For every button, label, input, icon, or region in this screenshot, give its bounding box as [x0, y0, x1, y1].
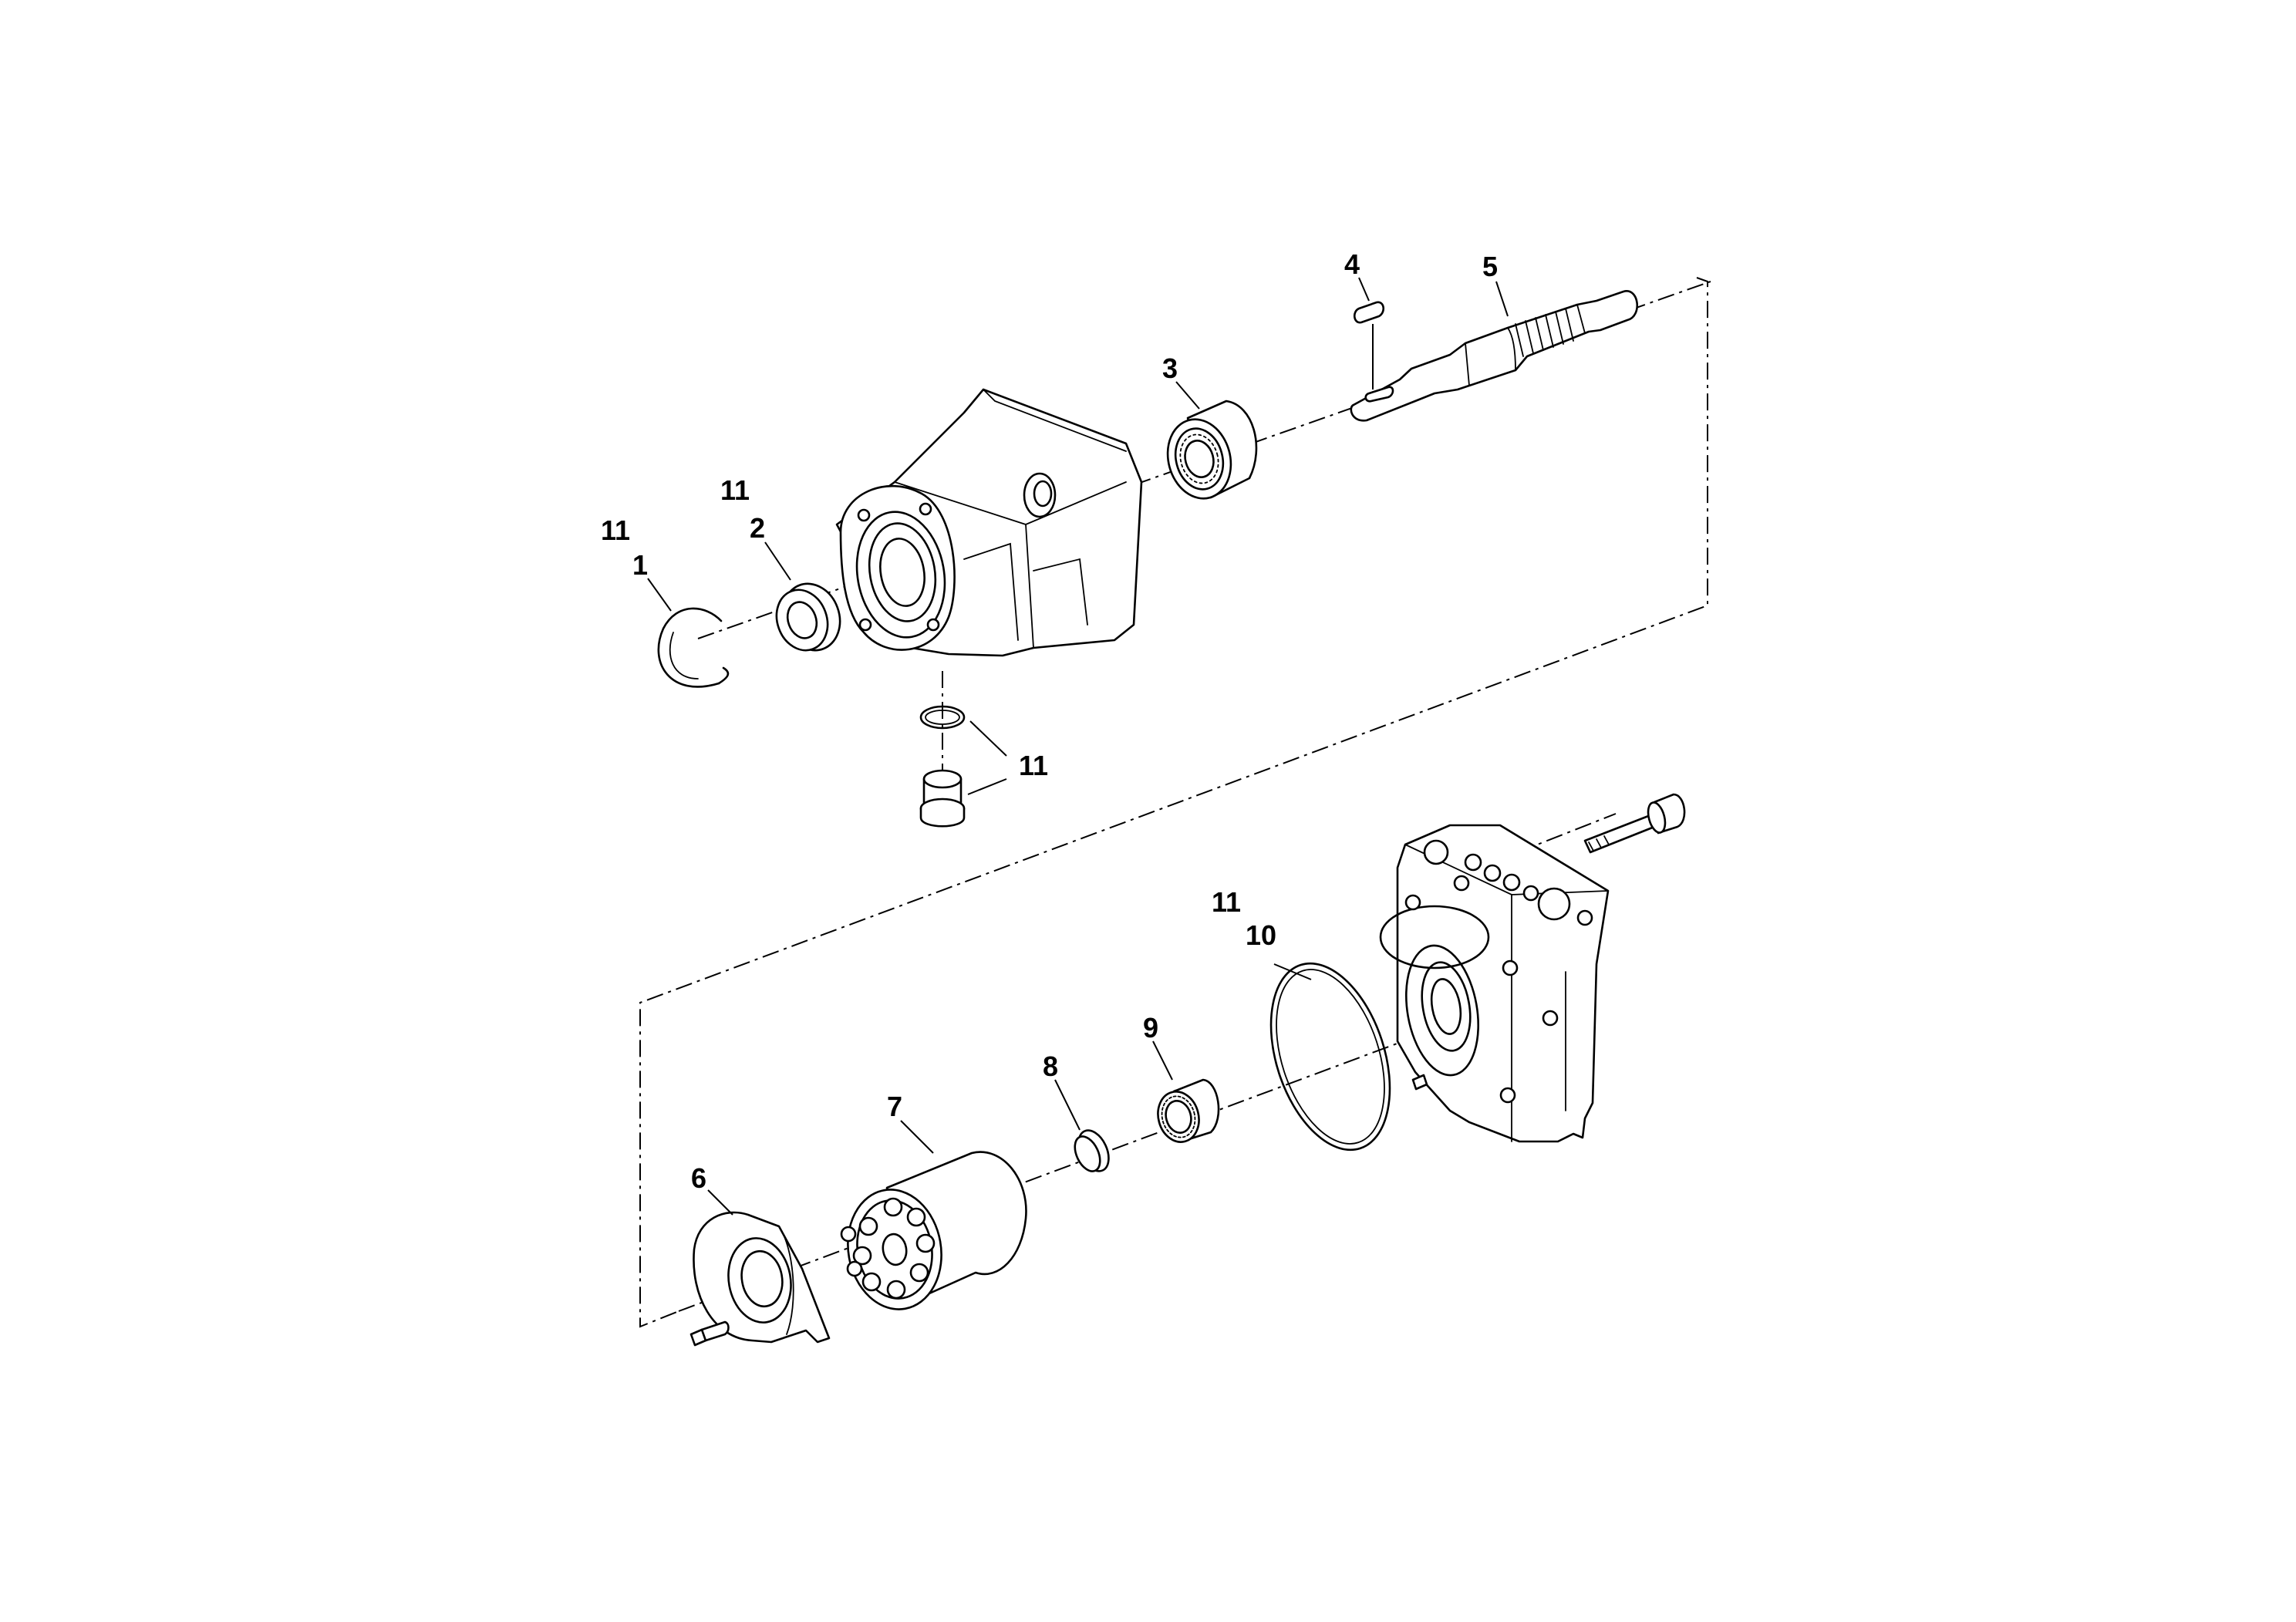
pump-housing	[835, 388, 1143, 657]
cylinder-block-part-7	[840, 1151, 1027, 1310]
part-number-labels: 11 1 11 2 3 4 5 11 11 10 9 8 7 6	[601, 248, 1498, 1194]
label-part-11-circlip: 11	[601, 514, 630, 546]
label-part-9: 9	[1143, 1012, 1158, 1044]
o-ring-part-10	[1269, 962, 1391, 1152]
swash-plate-part-6	[689, 1211, 831, 1347]
plug-part-11	[919, 769, 966, 828]
leader-lines	[647, 277, 1509, 1216]
key-part-4	[1354, 301, 1384, 389]
needle-bearing-part-9	[1157, 1078, 1220, 1143]
label-part-11-ring: 11	[1212, 886, 1241, 918]
o-ring-part-11	[919, 705, 966, 730]
label-part-10: 10	[1246, 919, 1276, 951]
label-part-6: 6	[691, 1162, 706, 1194]
label-part-4: 4	[1344, 248, 1360, 280]
label-part-2: 2	[750, 512, 765, 544]
label-part-8: 8	[1043, 1050, 1058, 1082]
label-part-1: 1	[632, 549, 648, 581]
shaft-seal-part-2	[775, 582, 841, 652]
label-part-5: 5	[1482, 251, 1498, 282]
bearing-part-3	[1166, 400, 1258, 500]
cap-screw	[1583, 793, 1686, 854]
label-part-11-o-ring: 11	[1019, 750, 1048, 781]
label-part-7: 7	[887, 1091, 902, 1122]
drive-shaft-part-5	[1350, 290, 1639, 422]
label-part-3: 3	[1162, 352, 1178, 384]
end-cover	[1379, 824, 1610, 1143]
label-part-11-seal: 11	[720, 474, 750, 506]
spacer-ring-part-8	[1074, 1129, 1110, 1172]
circlip-part-1	[657, 607, 730, 688]
